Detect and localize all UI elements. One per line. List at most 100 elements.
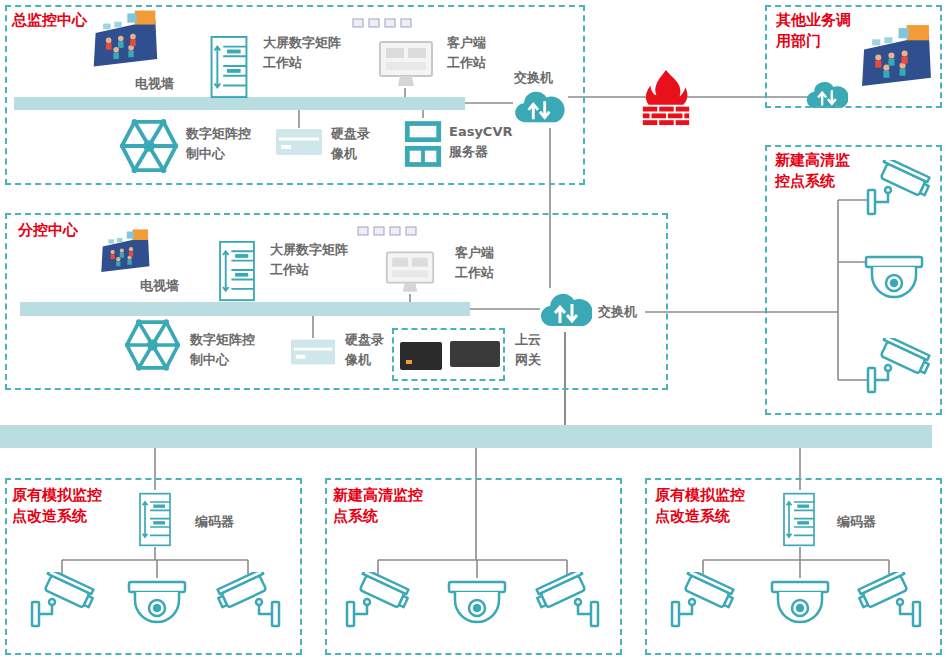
wire [62, 547, 248, 578]
wire [422, 110, 424, 118]
device-node: 数字矩阵控 制中心 [122, 315, 261, 375]
gateway-device [400, 342, 442, 370]
screen-icon [406, 227, 416, 235]
workstation-icon [220, 242, 254, 300]
camera-icon [868, 335, 932, 392]
screen-icon [353, 19, 363, 27]
tv-wall-icon [94, 11, 157, 67]
device-label: EasyCVR 服务器 [449, 122, 521, 162]
screen-icon [369, 19, 379, 27]
device-label: 大屏数字矩阵 工作站 [263, 33, 345, 73]
switch-node: 交换机 [538, 288, 645, 332]
screen-icon [385, 19, 395, 27]
bus-bar [14, 97, 465, 110]
device-node: 大屏数字矩阵 工作站 [213, 236, 355, 304]
wire [765, 96, 808, 98]
bus-bar [0, 425, 932, 448]
screen-icon [374, 227, 384, 235]
region-title: 总监控中心 [12, 10, 92, 31]
device-label: 数字矩阵控 制中心 [186, 124, 254, 164]
region-title: 新建高清监 控点系统 [775, 150, 853, 192]
device-node: 客户端 工作站 [355, 222, 505, 294]
switch-icon [541, 294, 593, 326]
gateway-box: 上云 网关 [392, 328, 505, 381]
device-label: 硬盘录 像机 [345, 330, 389, 370]
server-icon [405, 121, 441, 167]
device-node: 编码器 [773, 490, 887, 548]
workstation-icon [212, 37, 247, 97]
wire [409, 294, 411, 302]
region-box: 原有模拟监控 点改造系统编码器 [5, 478, 302, 655]
screen-icon [358, 227, 368, 235]
screen-icon [401, 19, 411, 27]
camera-icon [32, 569, 96, 626]
gateway-port [406, 360, 412, 364]
wire [312, 316, 314, 338]
dvr-icon [276, 129, 322, 155]
wire [404, 88, 406, 97]
tv-wall-icon [862, 25, 931, 86]
device-node: 数字矩阵控 制中心 [118, 115, 257, 177]
camera-icon [449, 582, 505, 622]
monitor-icon [387, 252, 433, 291]
device-label: 电视墙 [135, 74, 180, 94]
device-label: 编码器 [195, 512, 239, 532]
wire [298, 110, 300, 128]
device-label: 上云 网关 [515, 330, 544, 370]
device-node: 客户端 工作站 [350, 15, 500, 89]
region-box: 原有模拟监控 点改造系统编码器 [645, 478, 942, 655]
firewall-icon [643, 70, 689, 125]
device-node: 电视墙 [88, 8, 183, 97]
device-label: 客户端 工作站 [455, 243, 499, 283]
device-label: 大屏数字矩阵 工作站 [270, 240, 352, 280]
device-label: 硬盘录 像机 [331, 124, 375, 164]
gateway-device [450, 341, 500, 367]
region-box: 新建高清监 控点系统 [765, 145, 942, 415]
switch-node: 交换机 [510, 66, 568, 128]
camera-icon [672, 569, 736, 626]
matrix-icon [120, 119, 178, 173]
network-link [549, 128, 551, 288]
screen-icon [390, 227, 400, 235]
encoder-icon [140, 494, 170, 546]
region-box: 分控中心电视墙大屏数字矩阵 工作站客户端 工作站数字矩阵控 制中心硬盘录 像机上… [5, 213, 668, 390]
device-label: 数字矩阵控 制中心 [190, 330, 258, 370]
region-box: 新建高清监控 点系统 [325, 478, 622, 655]
device-node: 硬盘录 像机 [287, 328, 392, 373]
camera-icon [866, 257, 922, 297]
wire [470, 308, 540, 310]
region-title: 其他业务调 用部门 [776, 10, 854, 52]
encoder-icon [784, 494, 814, 546]
device-label: 编码器 [837, 512, 881, 532]
device-label: 交换机 [514, 68, 558, 88]
device-node: EasyCVR 服务器 [400, 117, 525, 173]
matrix-icon [125, 319, 180, 370]
switch-icon [515, 92, 564, 123]
camera-icon [129, 582, 185, 622]
camera-icon [868, 157, 932, 214]
device-label: 电视墙 [140, 276, 185, 296]
wire [703, 547, 889, 578]
region-title: 原有模拟监控 点改造系统 [655, 485, 749, 527]
region-title: 原有模拟监控 点改造系统 [12, 485, 106, 527]
device-node: 大屏数字矩阵 工作站 [205, 32, 348, 104]
network-link [645, 311, 765, 313]
device-label: 客户端 工作站 [447, 33, 491, 73]
wire [465, 102, 513, 104]
device-label: 交换机 [598, 302, 642, 322]
device-node: 电视墙 [88, 228, 188, 299]
camera-icon [856, 569, 920, 626]
camera-icon [772, 582, 828, 622]
device-node: 编码器 [130, 490, 244, 548]
region-title: 分控中心 [18, 220, 82, 241]
wire [765, 200, 868, 380]
region-box: 其他业务调 用部门 [765, 5, 942, 108]
device-node: 硬盘录 像机 [272, 120, 382, 167]
bus-bar [20, 302, 470, 316]
switch-icon [807, 82, 849, 108]
monitor-icon [380, 42, 432, 86]
region-title: 新建高清监控 点系统 [333, 485, 427, 527]
camera-icon [215, 569, 279, 626]
